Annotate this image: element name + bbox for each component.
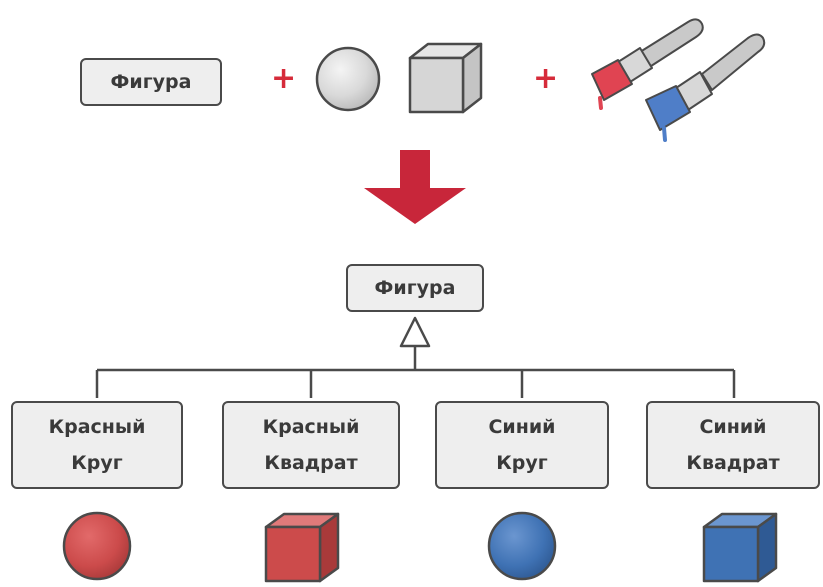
child-box-red-circle: Красный Круг: [11, 401, 183, 489]
grey-sphere-icon: [315, 46, 381, 112]
child-label-line1: Синий: [488, 416, 556, 438]
child-label-line2: Квадрат: [264, 452, 358, 474]
child-label-line1: Синий: [699, 416, 767, 438]
child-box-red-square: Красный Квадрат: [222, 401, 400, 489]
child-label-line1: Красный: [262, 416, 360, 438]
red-sphere-icon: [62, 511, 132, 581]
red-cube-icon: [264, 512, 340, 583]
parent-shape-box: Фигура: [346, 264, 484, 312]
child-label-line2: Круг: [496, 452, 548, 474]
blue-cube-icon: [702, 512, 778, 583]
child-label-line2: Круг: [71, 452, 123, 474]
child-box-blue-square: Синий Квадрат: [646, 401, 820, 489]
blue-sphere-icon: [487, 511, 557, 581]
parent-shape-label: Фигура: [374, 277, 456, 299]
child-label-line2: Квадрат: [686, 452, 780, 474]
inheritance-connectors: [95, 346, 736, 398]
shape-box-top: Фигура: [80, 58, 222, 106]
inheritance-arrowhead-icon: [399, 316, 431, 348]
child-box-blue-circle: Синий Круг: [435, 401, 609, 489]
plus-sign-2: +: [533, 61, 559, 96]
plus-sign-1: +: [271, 61, 297, 96]
shape-box-top-label: Фигура: [110, 71, 192, 93]
paint-brushes-icon: [591, 18, 766, 142]
grey-cube-icon: [408, 42, 483, 114]
down-arrow-icon: [364, 150, 466, 224]
child-label-line1: Красный: [48, 416, 146, 438]
